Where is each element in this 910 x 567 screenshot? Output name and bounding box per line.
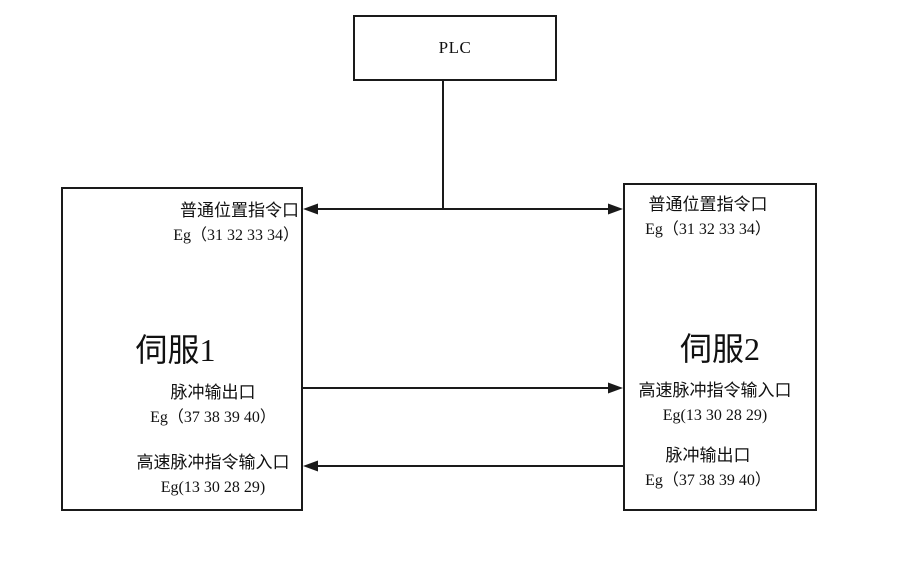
servo1-node: 普通位置指令口 Eg（31 32 33 34） 伺服1 脉冲输出口 Eg（37 …: [61, 187, 303, 511]
servo1-title: 伺服1: [135, 332, 216, 368]
port-label: 脉冲输出口: [170, 383, 256, 402]
arrowhead-left-icon: [303, 203, 318, 215]
servo2-port-pulse-output: 脉冲输出口 Eg（37 38 39 40）: [625, 443, 791, 493]
port-pins: Eg(13 30 28 29): [662, 407, 768, 424]
servo1-port-highspeed-pulse-input: 高速脉冲指令输入口 Eg(13 30 28 29): [122, 450, 304, 500]
port-label: 普通位置指令口: [180, 201, 299, 220]
port-label: 高速脉冲指令输入口: [136, 453, 290, 472]
port-pins: Eg（37 38 39 40）: [150, 409, 276, 426]
servo2-node: 普通位置指令口 Eg（31 32 33 34） 伺服2 高速脉冲指令输入口 Eg…: [623, 183, 817, 511]
port-pins: Eg（31 32 33 34）: [173, 227, 299, 244]
port-label: 高速脉冲指令输入口: [638, 381, 792, 400]
plc-label: PLC: [438, 38, 472, 57]
plc-node: PLC: [353, 15, 557, 81]
port-pins: Eg（37 38 39 40）: [645, 472, 771, 489]
servo1-port-pulse-output: 脉冲输出口 Eg（37 38 39 40）: [122, 380, 304, 430]
arrowhead-right-icon: [608, 203, 623, 215]
arrowhead-right-icon: [608, 382, 623, 394]
servo2-title: 伺服2: [679, 331, 760, 367]
servo1-pulse-out-to-servo2-arrow: [303, 382, 623, 394]
servo2-port-normal-position-command: 普通位置指令口 Eg（31 32 33 34）: [625, 192, 791, 242]
servo2-pulse-out-to-servo1-arrow: [303, 460, 623, 472]
arrowhead-left-icon: [303, 460, 318, 472]
port-pins: Eg(13 30 28 29): [160, 479, 266, 496]
servo2-port-highspeed-pulse-input: 高速脉冲指令输入口 Eg(13 30 28 29): [625, 378, 805, 428]
port-label: 普通位置指令口: [648, 195, 768, 214]
port-pins: Eg（31 32 33 34）: [645, 221, 771, 238]
plc-bus-bidirectional-arrow: [303, 203, 623, 215]
servo1-port-normal-position-command: 普通位置指令口 Eg（31 32 33 34）: [173, 198, 299, 248]
port-label: 脉冲输出口: [665, 446, 751, 465]
